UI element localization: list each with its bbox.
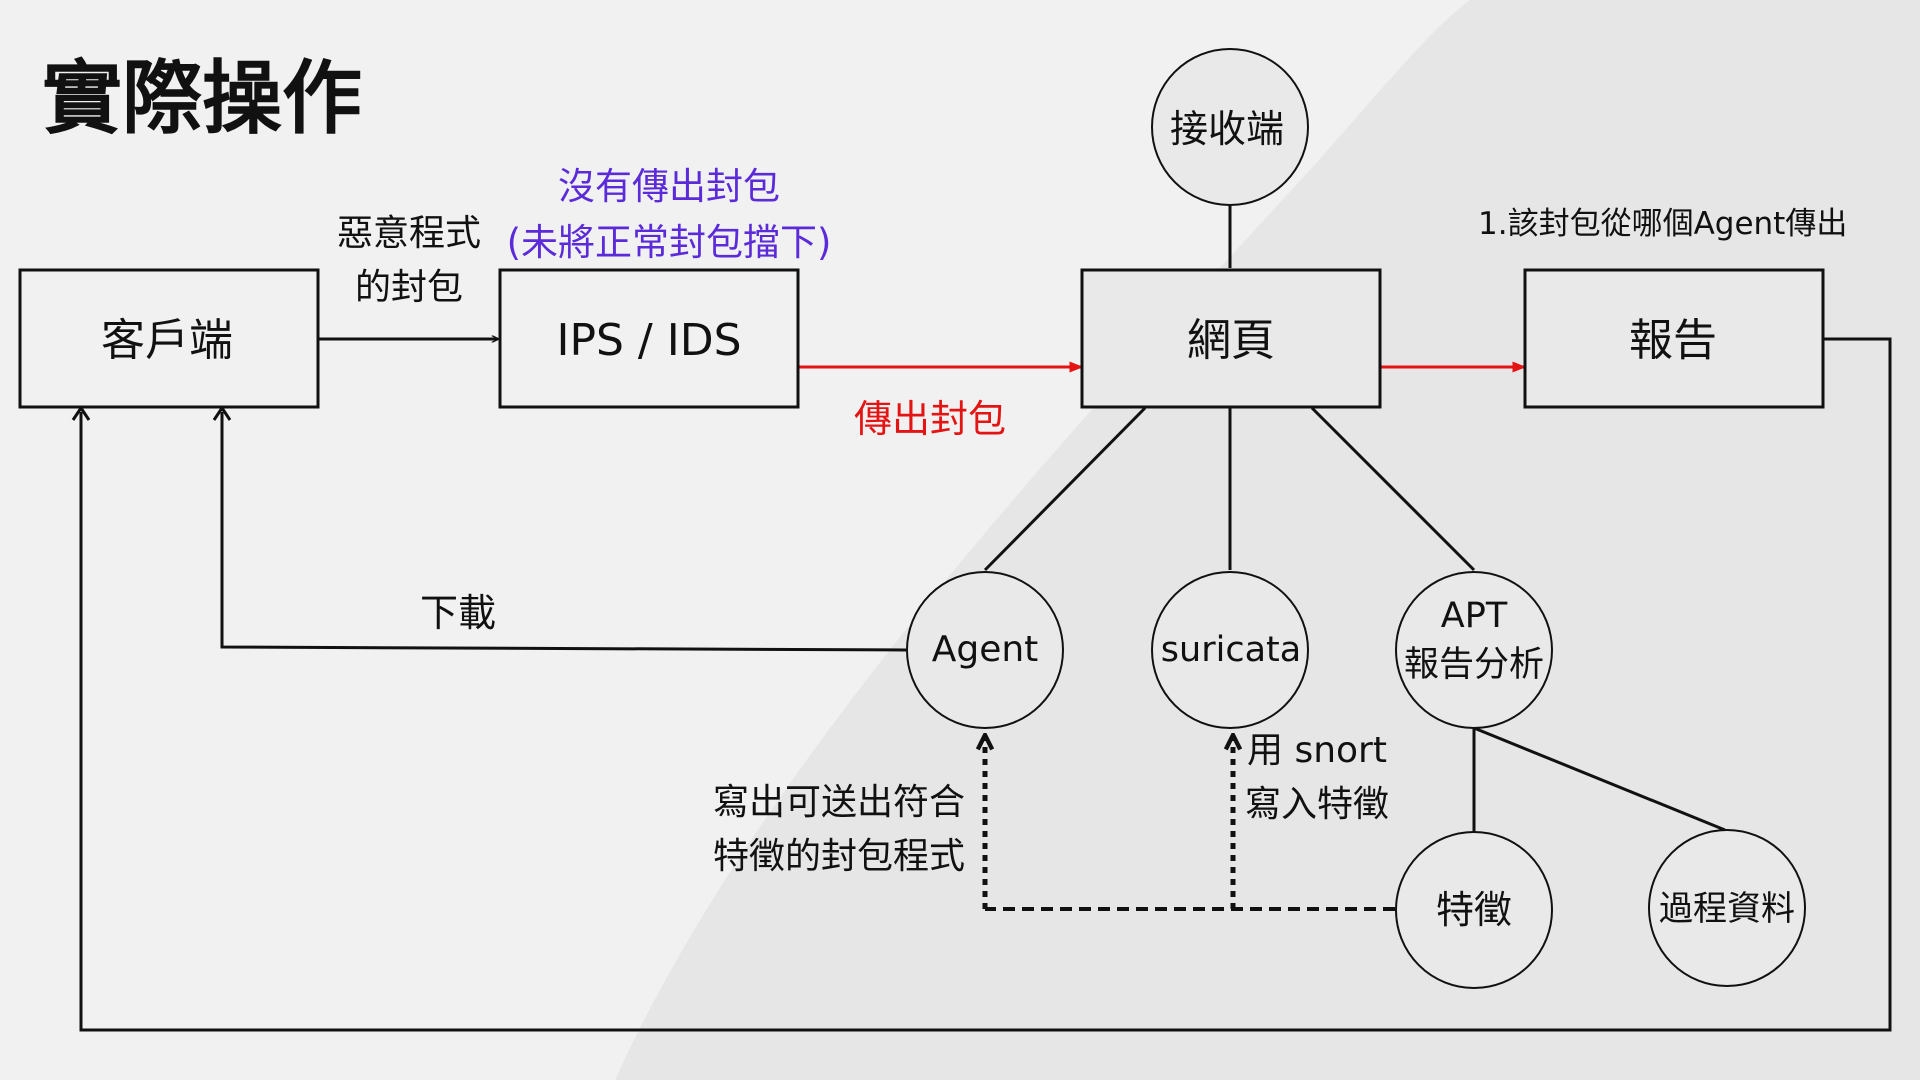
malware-label-line1: 惡意程式 (337, 213, 481, 254)
snort-label-line2: 寫入特徵 (1245, 784, 1389, 825)
send-packet-label: 傳出封包 (854, 397, 1006, 441)
receiver-circle (1151, 48, 1309, 206)
apt-label-line2: 報告分析 (1404, 645, 1544, 685)
snort-label-line1: 用 snort (1247, 730, 1387, 771)
node-labels: 客戶端 IPS / IDS 網頁 報告 (101, 315, 1717, 366)
apt-label-line1: APT (1441, 596, 1508, 636)
write-prog-label-line2: 特徵的封包程式 (713, 836, 965, 877)
line-download (220, 412, 907, 652)
loop-arrowheads (71, 405, 232, 421)
suricata-circle (1151, 571, 1309, 729)
client-box (18, 268, 320, 409)
process-data-label: 過程資料 (1659, 889, 1795, 929)
connectors (79, 205, 1892, 1032)
circle-nodes (906, 48, 1806, 989)
write-prog-label-line1: 寫出可送出符合 (713, 782, 965, 823)
line-webpage-apt (1310, 406, 1476, 572)
no-send-label-line1: 沒有傳出封包 (558, 165, 780, 208)
suricata-label: suricata (1161, 630, 1301, 670)
ips-ids-label: IPS / IDS (556, 315, 741, 366)
report-label: 報告 (1629, 315, 1717, 366)
no-send-label-line2: (未將正常封包擋下) (507, 221, 832, 264)
dashed-flows (985, 735, 1395, 911)
page-title: 實際操作 (42, 52, 362, 145)
which-agent-label: 1.該封包從哪個Agent傳出 (1478, 206, 1847, 242)
agent-label: Agent (932, 629, 1039, 670)
line-apt-process (1473, 726, 1726, 832)
report-box (1523, 268, 1825, 409)
line-report-loop (79, 337, 1892, 1032)
webpage-label: 網頁 (1187, 315, 1275, 366)
line-webpage-agent (983, 406, 1147, 572)
receiver-label: 接收端 (1170, 107, 1284, 151)
download-label: 下載 (420, 591, 496, 635)
process-data-circle (1648, 829, 1806, 987)
circle-labels: 接收端 Agent suricata APT 報告分析 特徵 過程資料 (932, 107, 1795, 932)
webpage-box (1080, 268, 1382, 409)
ips-ids-box (498, 268, 800, 409)
apt-circle (1395, 571, 1553, 729)
malware-label-line2: 的封包 (355, 267, 463, 308)
client-label: 客戶端 (101, 315, 233, 366)
annotations: 惡意程式 的封包 沒有傳出封包 (未將正常封包擋下) 傳出封包 1.該封包從哪個… (337, 165, 1847, 877)
features-label: 特徵 (1436, 888, 1512, 932)
agent-circle (906, 571, 1064, 729)
features-circle (1395, 831, 1553, 989)
box-nodes (18, 268, 1825, 409)
